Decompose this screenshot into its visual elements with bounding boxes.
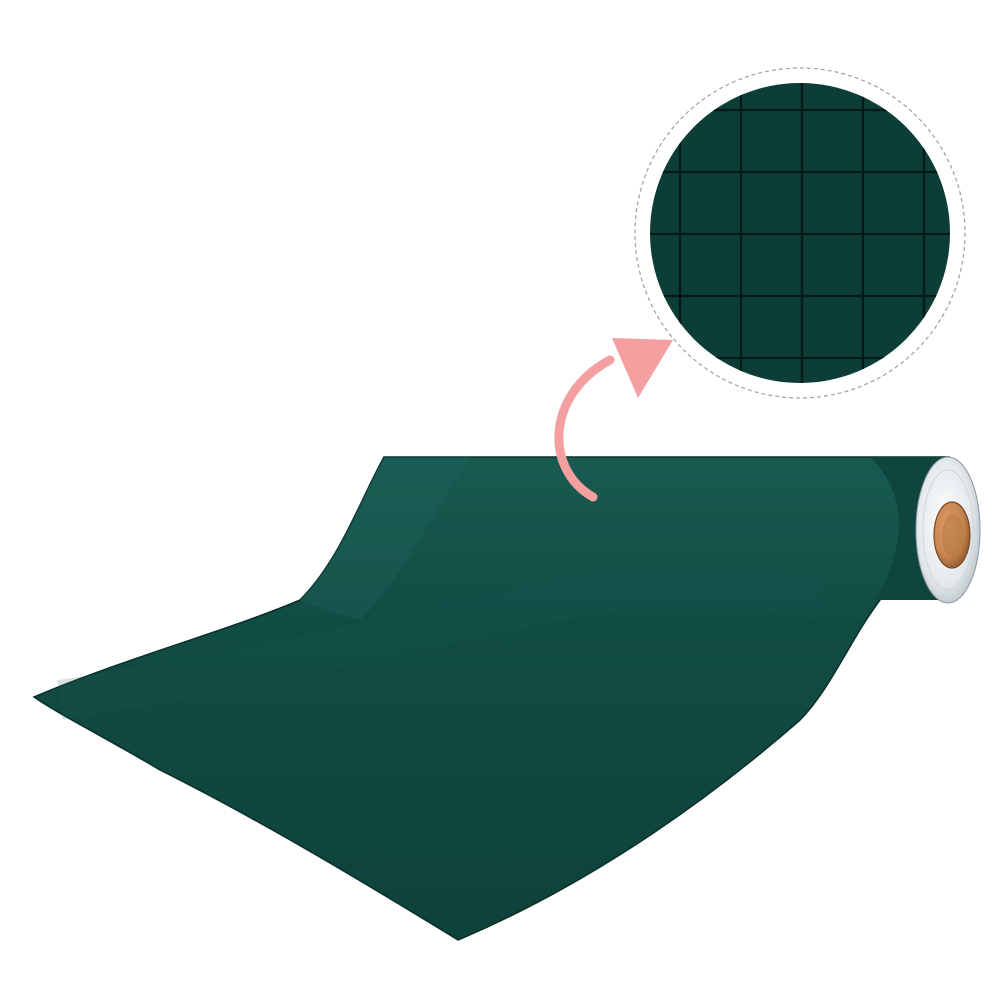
pointer-arrow — [554, 338, 673, 502]
chalkboard-sheet — [32, 456, 951, 941]
zoom-inset — [634, 67, 966, 399]
paper-roll — [870, 456, 981, 604]
